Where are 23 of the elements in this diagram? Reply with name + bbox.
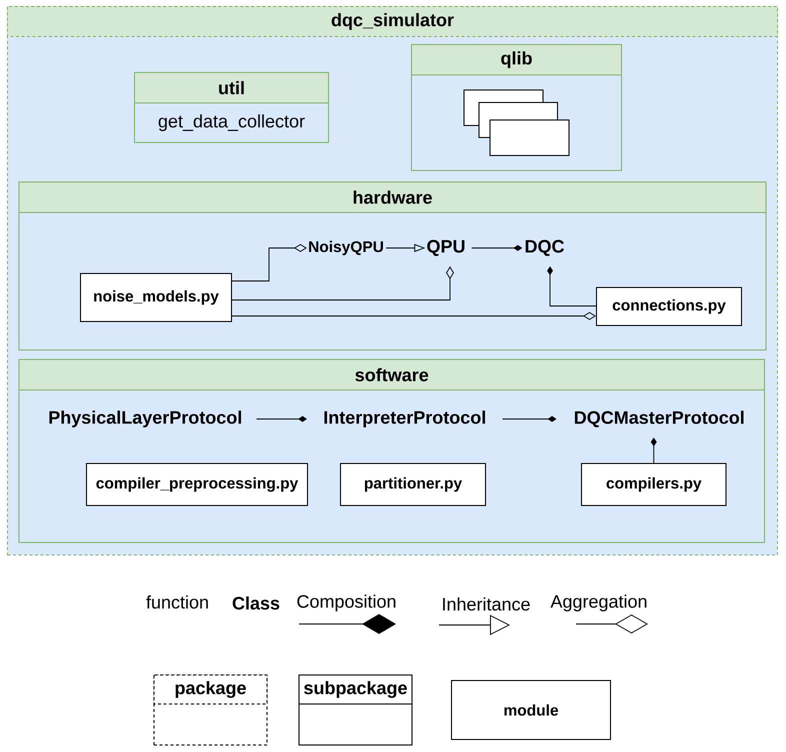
subpackage-box: util get_data_collector (134, 72, 329, 143)
aggregation-line (232, 312, 596, 320)
module-box: compiler_preprocessing.py (86, 463, 308, 506)
class-name: QPU (427, 240, 464, 256)
class-name: PhysicalLayerProtocol (49, 410, 242, 428)
class-name: DQC (526, 240, 564, 256)
legend-label: Aggregation (550, 594, 646, 612)
text-sample: Class (232, 596, 280, 610)
composition-line (650, 438, 657, 464)
package-box: package (154, 674, 268, 746)
module-box: connections.py (596, 287, 742, 326)
stacked-box (490, 120, 570, 156)
module-box: partitioner.py (340, 463, 486, 506)
subpackage-box: subpackage (298, 674, 412, 746)
legend-label: Composition (297, 594, 396, 612)
module-box: noise_models.py (80, 273, 232, 322)
class-name: DQCMasterProtocol (574, 410, 744, 428)
class-name: InterpreterProtocol (324, 410, 485, 428)
class-name: NoisyQPU (309, 240, 383, 256)
module-box: module (451, 680, 611, 740)
module-box: compilers.py (581, 463, 726, 506)
legend-label: Inheritance (443, 597, 530, 611)
text-sample: function (146, 595, 208, 609)
